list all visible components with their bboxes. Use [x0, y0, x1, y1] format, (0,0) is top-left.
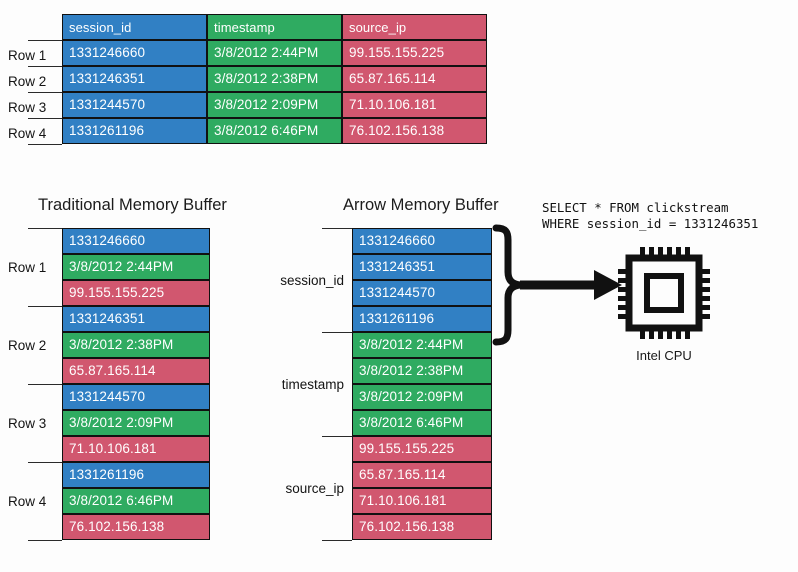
cpu-caption: Intel CPU: [636, 348, 692, 363]
buffer-cell: 1331244570: [352, 280, 492, 306]
table-cell: 3/8/2012 2:44PM: [207, 40, 342, 66]
table-cell: 1331244570: [62, 92, 207, 118]
table-cell: 1331261196: [62, 118, 207, 144]
table-row-label: Row 2: [8, 74, 47, 89]
group-tick: [28, 384, 62, 385]
row-tick: [28, 144, 62, 145]
group-tick: [28, 306, 62, 307]
table-row-label: Row 4: [8, 126, 47, 141]
table-cell: 3/8/2012 2:38PM: [207, 66, 342, 92]
table-cell: 65.87.165.114: [342, 66, 487, 92]
session-id-brace-arrow: [490, 222, 630, 352]
buffer-cell: 71.10.106.181: [62, 436, 210, 462]
buffer-group-label: Row 1: [8, 260, 47, 275]
buffer-cell: 1331246351: [62, 306, 210, 332]
table-row-label: Row 1: [8, 48, 47, 63]
arrow-buffer-title: Arrow Memory Buffer: [343, 196, 499, 214]
buffer-cell: 1331261196: [62, 462, 210, 488]
buffer-cell: 3/8/2012 2:38PM: [62, 332, 210, 358]
buffer-cell: 76.102.156.138: [62, 514, 210, 540]
buffer-cell: 3/8/2012 2:09PM: [62, 410, 210, 436]
buffer-cell: 3/8/2012 6:46PM: [62, 488, 210, 514]
buffer-cell: 65.87.165.114: [352, 462, 492, 488]
sql-query-line-1: SELECT * FROM clickstream: [542, 200, 729, 215]
buffer-cell: 1331261196: [352, 306, 492, 332]
row-tick: [28, 118, 62, 119]
buffer-column-label: timestamp: [281, 377, 344, 392]
group-tick: [28, 228, 62, 229]
column-tick: [322, 332, 352, 333]
buffer-cell: 3/8/2012 2:09PM: [352, 384, 492, 410]
buffer-cell: 1331246351: [352, 254, 492, 280]
column-tick: [322, 228, 352, 229]
buffer-cell: 71.10.106.181: [352, 488, 492, 514]
table-cell: 71.10.106.181: [342, 92, 487, 118]
buffer-cell: 76.102.156.138: [352, 514, 492, 540]
buffer-cell: 3/8/2012 6:46PM: [352, 410, 492, 436]
buffer-group-label: Row 4: [8, 494, 47, 509]
buffer-column-label: source_ip: [285, 481, 344, 496]
buffer-cell: 1331246660: [62, 228, 210, 254]
traditional-buffer-title: Traditional Memory Buffer: [38, 196, 227, 214]
buffer-cell: 99.155.155.225: [62, 280, 210, 306]
group-tick: [28, 540, 62, 541]
table-cell: 76.102.156.138: [342, 118, 487, 144]
group-tick: [28, 462, 62, 463]
sql-query-line-2: WHERE session_id = 1331246351: [542, 216, 759, 231]
table-row-label: Row 3: [8, 100, 47, 115]
column-tick: [322, 436, 352, 437]
table-cell: 99.155.155.225: [342, 40, 487, 66]
row-tick: [28, 66, 62, 67]
table-header-session_id: session_id: [62, 14, 207, 40]
buffer-column-label: session_id: [280, 273, 344, 288]
row-tick: [28, 92, 62, 93]
buffer-cell: 99.155.155.225: [352, 436, 492, 462]
buffer-group-label: Row 2: [8, 338, 47, 353]
buffer-cell: 65.87.165.114: [62, 358, 210, 384]
table-header-source_ip: source_ip: [342, 14, 487, 40]
buffer-cell: 3/8/2012 2:44PM: [352, 332, 492, 358]
table-header-timestamp: timestamp: [207, 14, 342, 40]
buffer-cell: 3/8/2012 2:38PM: [352, 358, 492, 384]
table-cell: 1331246660: [62, 40, 207, 66]
row-tick: [28, 40, 62, 41]
buffer-cell: 1331244570: [62, 384, 210, 410]
table-cell: 3/8/2012 6:46PM: [207, 118, 342, 144]
table-cell: 3/8/2012 2:09PM: [207, 92, 342, 118]
buffer-cell: 3/8/2012 2:44PM: [62, 254, 210, 280]
table-cell: 1331246351: [62, 66, 207, 92]
buffer-cell: 1331246660: [352, 228, 492, 254]
buffer-group-label: Row 3: [8, 416, 47, 431]
cpu-chip-icon: [616, 245, 712, 341]
column-tick: [322, 540, 352, 541]
